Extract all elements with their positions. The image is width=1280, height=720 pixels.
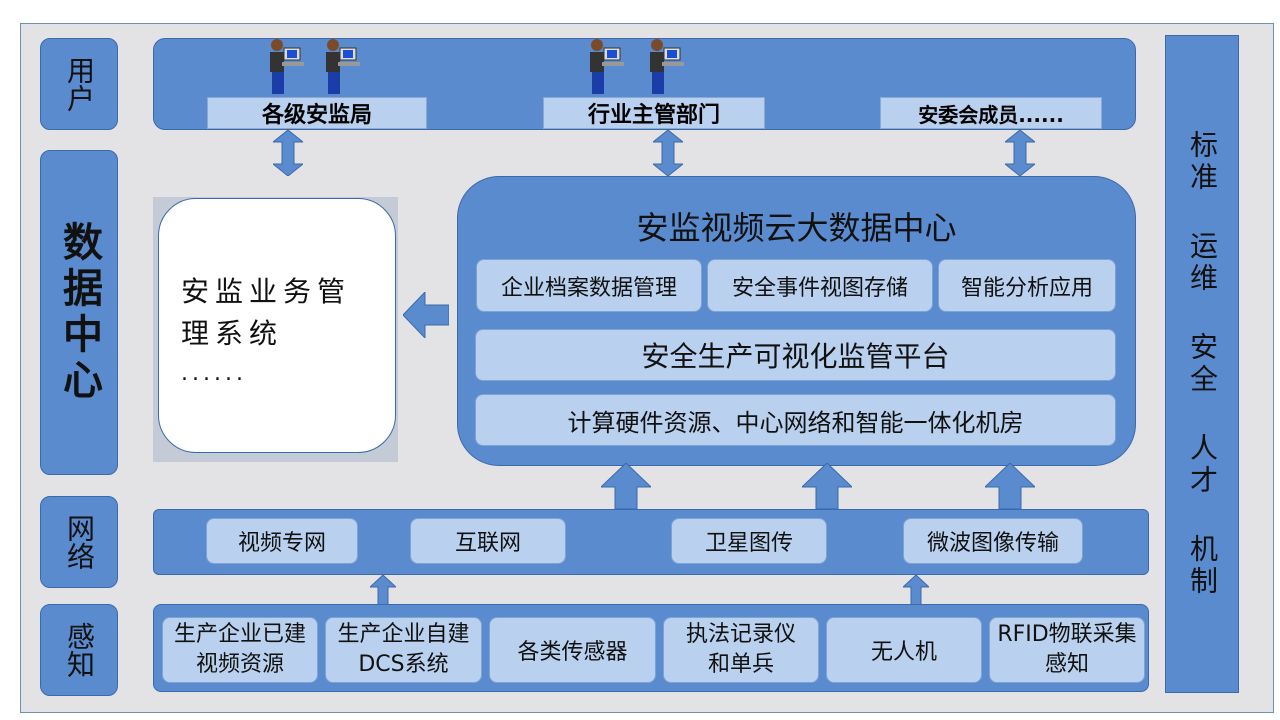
- layer-network-text: 网络: [63, 514, 96, 570]
- user-label-text: 各级安监局: [261, 103, 372, 128]
- visual-supervision-platform: 安全生产可视化监管平台: [475, 329, 1116, 381]
- left-arrow-icon: [403, 292, 449, 338]
- person-at-computer-icon: [590, 39, 624, 94]
- sensor-drone: 无人机: [826, 617, 982, 683]
- cloud-center-title: 安监视频云大数据中心: [636, 209, 957, 247]
- sensor-label: 无人机: [870, 640, 937, 665]
- user-label-text: 行业主管部门: [587, 103, 720, 128]
- sensor-various: 各类传感器: [489, 617, 656, 683]
- network-label: 微波图像传输: [926, 531, 1059, 556]
- module-enterprise-archives: 企业档案数据管理: [476, 259, 702, 312]
- up-arrow-icon: [370, 575, 396, 605]
- network-label: 视频专网: [237, 531, 326, 556]
- platform-label: 安全生产可视化监管平台: [641, 340, 950, 373]
- sensor-existing-video: 生产企业已建视频资源: [162, 617, 318, 683]
- infrastructure-layer: 计算硬件资源、中心网络和智能一体化机房: [475, 394, 1116, 446]
- right-column-standards: 标准 运维 安全 人才 机制: [1165, 35, 1239, 693]
- layer-perception-text: 感知: [63, 622, 96, 678]
- layer-perception-label: 感知: [40, 604, 118, 696]
- user-label-industry-departments: 行业主管部门: [543, 97, 765, 129]
- user-icons-group-2: [590, 39, 684, 94]
- double-arrow-icon: [1005, 130, 1035, 176]
- sensor-body-camera: 执法记录仪和单兵: [663, 617, 819, 683]
- user-label-committee-members: 安委会成员......: [880, 97, 1102, 129]
- user-label-safety-bureaus: 各级安监局: [207, 97, 427, 129]
- person-at-computer-icon: [326, 39, 360, 94]
- right-column-text: 标准 运维 安全 人才 机制: [1186, 130, 1219, 598]
- layer-user-label: 用户: [40, 38, 118, 130]
- layer-network-label: 网络: [40, 496, 118, 588]
- sensor-label: RFID物联采集感知: [997, 622, 1137, 677]
- sensor-label: 生产企业自建DCS系统: [337, 622, 470, 677]
- up-arrow-icon: [601, 463, 651, 509]
- user-icons-group-1: [270, 39, 360, 94]
- module-intelligent-analysis: 智能分析应用: [938, 259, 1116, 312]
- network-satellite: 卫星图传: [671, 518, 827, 564]
- management-system-ellipsis: ......: [181, 361, 247, 386]
- person-at-computer-icon: [270, 39, 304, 94]
- network-video-private: 视频专网: [206, 518, 358, 564]
- module-label: 企业档案数据管理: [500, 275, 677, 301]
- layer-datacenter-label: 数据中心: [40, 150, 118, 475]
- layer-user-text: 用户: [63, 56, 96, 112]
- sensor-rfid-iot: RFID物联采集感知: [989, 617, 1145, 683]
- person-at-computer-icon: [650, 39, 684, 94]
- module-event-view-storage: 安全事件视图存储: [707, 259, 933, 312]
- module-label: 智能分析应用: [960, 275, 1093, 301]
- management-system-title: 安监业务管理系统: [181, 275, 352, 350]
- double-arrow-icon: [653, 130, 683, 176]
- up-arrow-icon: [802, 463, 852, 509]
- user-label-text: 安委会成员......: [918, 102, 1064, 127]
- up-arrow-icon: [903, 575, 929, 605]
- sensor-label: 各类传感器: [517, 640, 628, 665]
- network-microwave: 微波图像传输: [903, 518, 1083, 564]
- up-arrow-icon: [985, 463, 1035, 509]
- sensor-label: 生产企业已建视频资源: [173, 622, 306, 677]
- layer-datacenter-text: 数据中心: [56, 220, 102, 405]
- sensor-label: 执法记录仪和单兵: [685, 622, 796, 677]
- double-arrow-icon: [273, 130, 303, 176]
- sensor-dcs-system: 生产企业自建DCS系统: [325, 617, 482, 683]
- network-label: 互联网: [454, 531, 521, 556]
- network-label: 卫星图传: [704, 531, 793, 556]
- module-label: 安全事件视图存储: [731, 275, 908, 301]
- management-system-box: 安监业务管理系统 ......: [158, 198, 396, 453]
- infrastructure-label: 计算硬件资源、中心网络和智能一体化机房: [567, 408, 1024, 437]
- network-internet: 互联网: [410, 518, 566, 564]
